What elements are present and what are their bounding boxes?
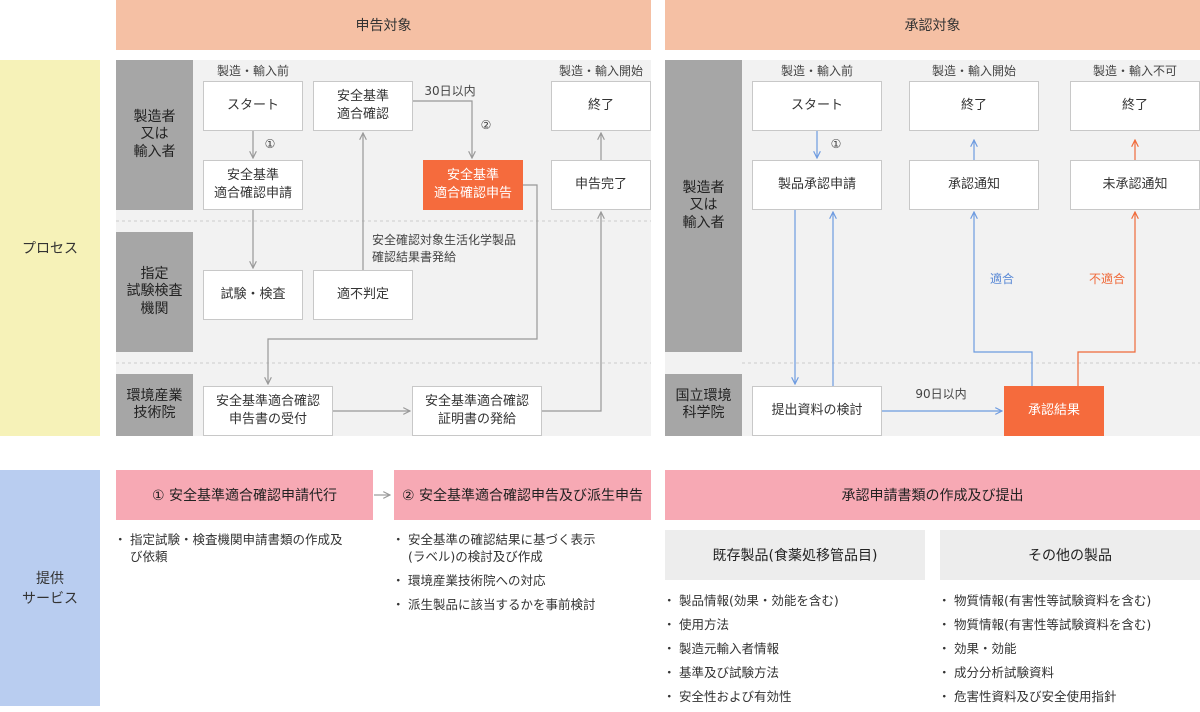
arrow-result-to-notice [974,212,1033,386]
list-item: 危害性資料及び安全使用指針 [938,689,1200,706]
arrow-certificate-to-done [542,212,601,412]
header-approval: 承認対象 [665,0,1200,50]
caption-30days: 30日以内 [424,84,476,98]
service-2-list: 安全基準の確認結果に基づく表示 (ラベル)の検討及び作成 環境産業技術院への対応… [392,532,651,621]
box-certificate: 安全基準適合確認 証明書の発給 [412,386,542,436]
box-confirm: 安全基準 適合確認 [313,81,413,131]
actor-maker-left: 製造者 又は 輸入者 [116,60,193,210]
box-approval-notice: 承認通知 [909,160,1039,210]
list-item: 効果・効能 [938,641,1200,658]
actor-lab: 指定 試験検査 機関 [116,232,193,352]
list-item: 使用方法 [663,617,925,634]
box-receive: 安全基準適合確認 申告書の受付 [203,386,333,436]
list-item: 派生製品に該当するかを事前検討 [392,597,651,614]
box-unfit: 適不判定 [313,270,413,320]
existing-products-list: 製品情報(効果・効能を含む) 使用方法 製造元輸入者情報 基準及び試験方法 安全… [663,593,925,712]
existing-products-title: 既存製品(食薬処移管品目) [665,530,925,580]
other-products-title: その他の製品 [940,530,1200,580]
box-declare: 安全基準 適合確認申告 [423,160,523,210]
header-declaration: 申告対象 [116,0,651,50]
box-test: 試験・検査 [203,270,303,320]
caption-issue-note: 安全確認対象生活化学製品 確認結果書発給 [372,233,517,264]
caption-step1-right: ① [830,137,842,151]
caption-step2-left: ② [480,118,492,132]
box-start-left: スタート [203,81,303,131]
list-item: 安全基準の確認結果に基づく表示 (ラベル)の検討及び作成 [392,532,651,566]
actor-institute-right: 国立環境 科学院 [665,374,742,436]
side-label-service: 提供 サービス [0,470,100,706]
box-end-right-2: 終了 [1070,81,1200,131]
arrow-result-to-not-approved [1077,212,1135,386]
caption-pre-right: 製造・輸入前 [780,64,853,78]
service-1-list: 指定試験・検査機関申請書類の作成及 び依頼 [114,532,373,573]
list-item: 成分分析試験資料 [938,665,1200,682]
service-1-title: ① 安全基準適合確認申請代行 [116,470,373,520]
list-item: 基準及び試験方法 [663,665,925,682]
box-product-apply: 製品承認申請 [752,160,882,210]
box-apply: 安全基準 適合確認申請 [203,160,303,210]
box-end-right-1: 終了 [909,81,1039,131]
list-item: 指定試験・検査機関申請書類の作成及 び依頼 [114,532,373,566]
list-item: 製品情報(効果・効能を含む) [663,593,925,610]
list-item: 安全性および有効性 [663,689,925,706]
actor-institute-left: 環境産業 技術院 [116,374,193,436]
other-products-list: 物質情報(有害性等試験資料を含む) 物質情報(有害性等試験資料を含む) 効果・効… [938,593,1200,712]
list-item: 物質情報(有害性等試験資料を含む) [938,617,1200,634]
caption-start-import-left: 製造・輸入開始 [558,64,643,78]
caption-no-import: 製造・輸入不可 [1092,64,1177,78]
arrow-confirm-to-declare [413,100,472,158]
service-2-title: ② 安全基準適合確認申告及び派生申告 [394,470,651,520]
caption-90days: 90日以内 [915,387,967,401]
arrow-declare-to-receive [268,184,538,384]
caption-unfit: 不適合 [1088,272,1125,286]
list-item: 製造元輸入者情報 [663,641,925,658]
box-approval-result: 承認結果 [1004,386,1104,436]
box-start-right: スタート [752,81,882,131]
caption-start-import-right: 製造・輸入開始 [931,64,1016,78]
list-item: 環境産業技術院への対応 [392,573,651,590]
service-3-title: 承認申請書類の作成及び提出 [665,470,1200,520]
caption-fit: 適合 [989,272,1014,286]
box-done: 申告完了 [551,160,651,210]
caption-step1-left: ① [264,137,276,151]
box-review: 提出資料の検討 [752,386,882,436]
caption-pre-left: 製造・輸入前 [216,64,289,78]
list-item: 物質情報(有害性等試験資料を含む) [938,593,1200,610]
side-label-process: プロセス [0,60,100,436]
actor-maker-right: 製造者 又は 輸入者 [665,60,742,352]
box-not-approved: 未承認通知 [1070,160,1200,210]
box-end-left: 終了 [551,81,651,131]
